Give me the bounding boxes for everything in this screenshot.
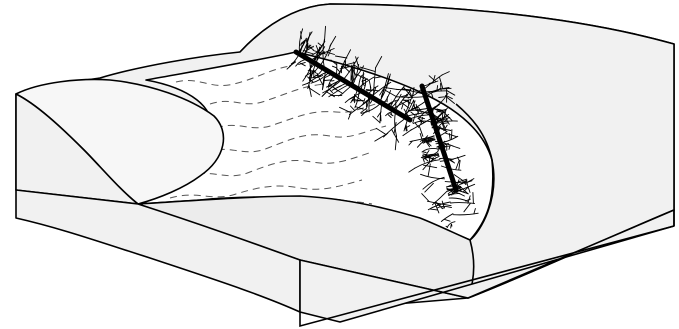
tree-twig: [473, 193, 474, 204]
tree-twig: [308, 71, 316, 72]
tree-twig: [453, 187, 461, 188]
tree-twig: [444, 88, 451, 89]
tree-twig: [324, 80, 332, 81]
tree-twig: [451, 225, 452, 229]
tree-twig: [351, 68, 352, 81]
tree-twig: [426, 157, 430, 158]
